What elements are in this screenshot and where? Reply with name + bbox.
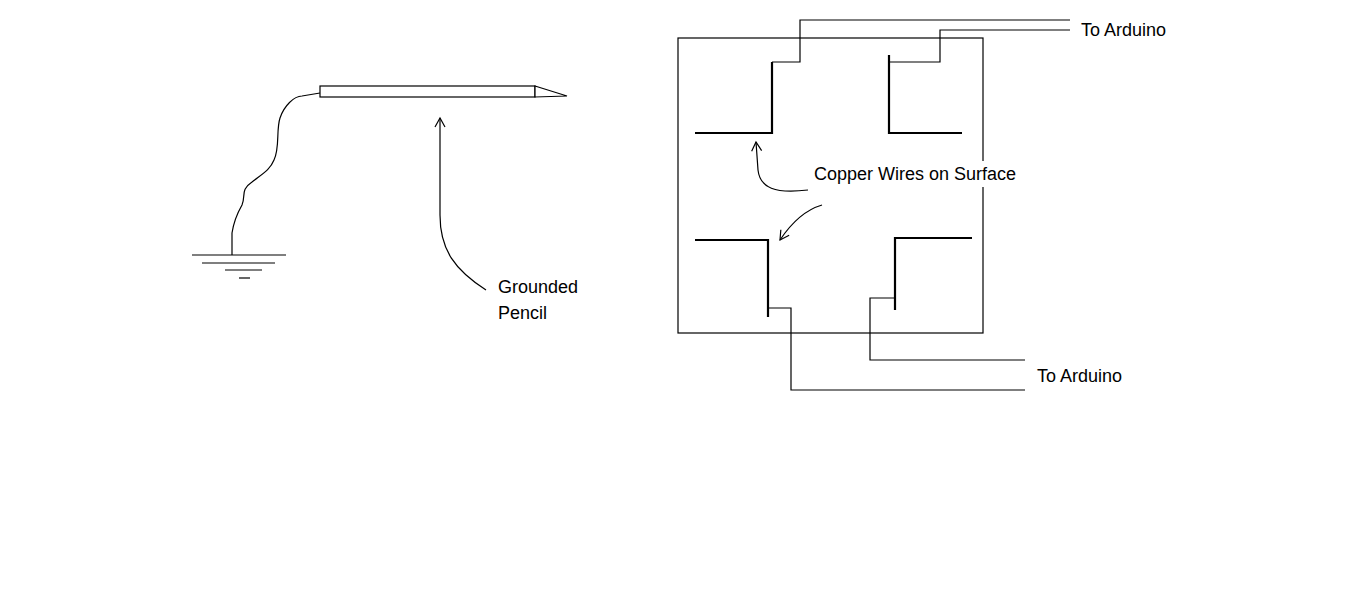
pencil — [320, 86, 567, 97]
lead-wires — [768, 20, 1070, 390]
signal-label: To Arduino — [1079, 17, 1168, 43]
part-label: Grounded Pencil — [496, 274, 580, 326]
signal-label: To Arduino — [1035, 363, 1124, 389]
callout-label: Copper Wires on Surface — [812, 161, 1018, 187]
ground-symbol — [192, 233, 286, 278]
ground-wire — [232, 93, 320, 233]
leader-arrow — [440, 118, 486, 290]
leader-arrows — [756, 142, 822, 240]
